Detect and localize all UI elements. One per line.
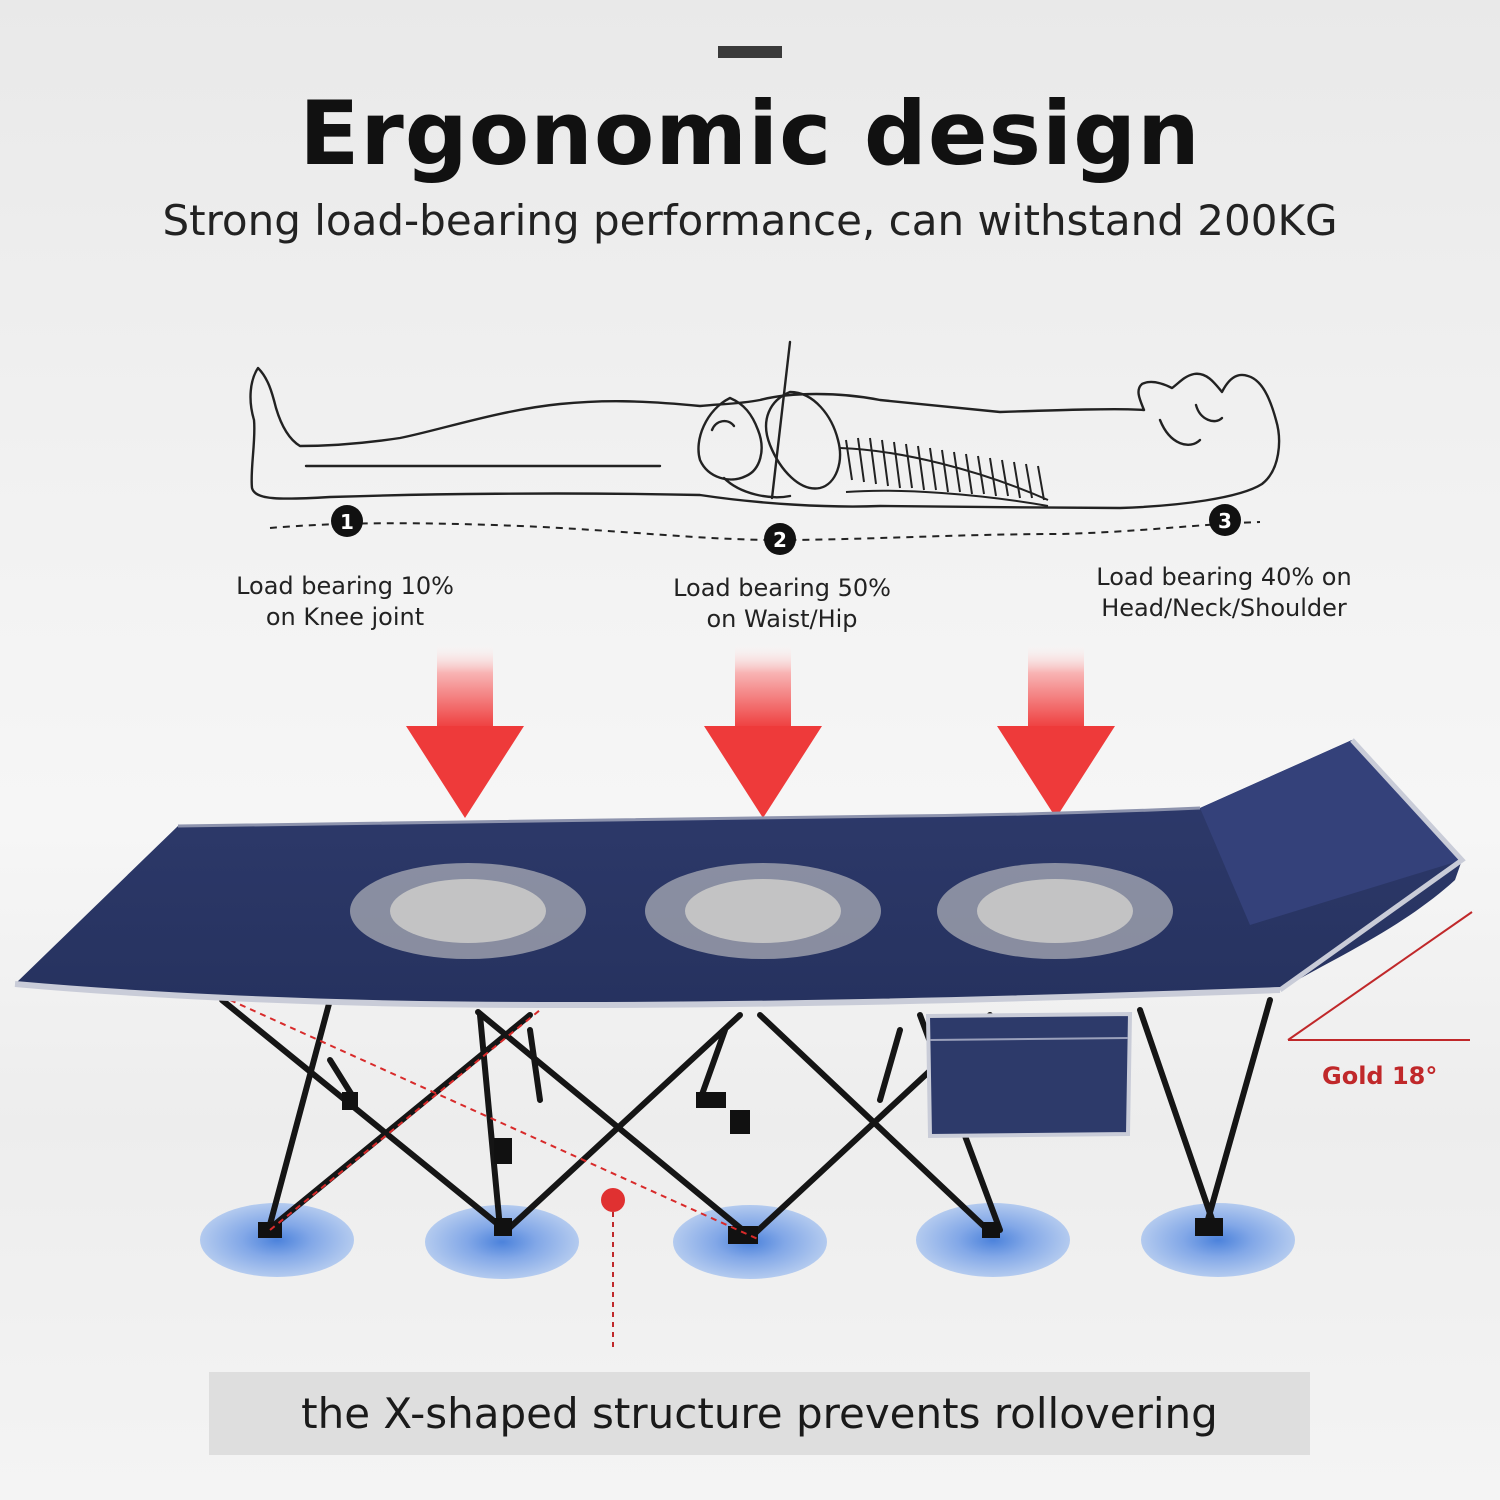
- load-label-head: Load bearing 40% on Head/Neck/Shoulder: [1096, 563, 1352, 622]
- pressure-arrow-2: [704, 642, 822, 818]
- spine-vertebrae: [839, 437, 1049, 507]
- load-label-knee: Load bearing 10% on Knee joint: [236, 572, 454, 631]
- marker-2: 2: [764, 523, 796, 555]
- pressure-arrow-1: [406, 642, 524, 818]
- foot-glows: [200, 1203, 1295, 1279]
- angle-label: Gold 18°: [1322, 1062, 1438, 1090]
- top-accent-bar: [718, 46, 782, 58]
- marker-1: 1: [331, 505, 363, 537]
- pressure-arrow-3: [997, 642, 1115, 818]
- pressure-spots: [350, 863, 1173, 959]
- svg-text:1: 1: [340, 510, 354, 534]
- callout-pointer: [601, 1188, 625, 1350]
- page-title: Ergonomic design: [299, 82, 1201, 185]
- caption-text: the X-shaped structure prevents rollover…: [301, 1389, 1218, 1438]
- body-outline: [249, 340, 1281, 510]
- marker-3: 3: [1209, 504, 1241, 536]
- page-subtitle: Strong load-bearing performance, can wit…: [162, 196, 1338, 245]
- svg-text:2: 2: [773, 528, 787, 552]
- angle-indicator: [1287, 911, 1473, 1041]
- load-label-waist: Load bearing 50% on Waist/Hip: [673, 574, 891, 633]
- svg-text:3: 3: [1218, 509, 1232, 533]
- caption-box: the X-shaped structure prevents rollover…: [209, 1372, 1310, 1455]
- cot-frame: [219, 997, 1273, 1239]
- x-structure-guides: [229, 999, 761, 1241]
